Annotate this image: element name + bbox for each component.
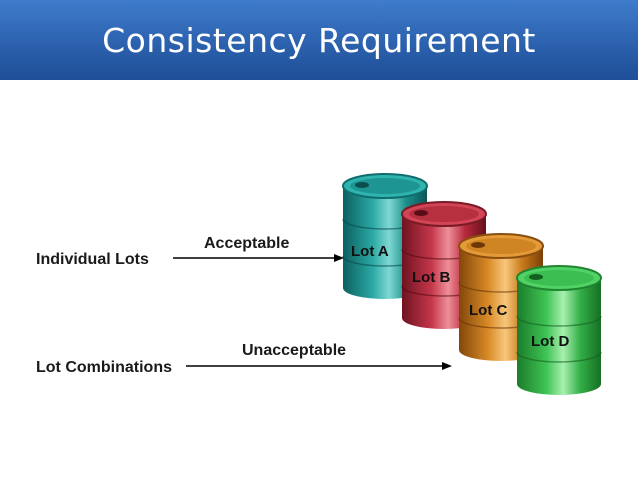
page-title: Consistency Requirement <box>102 21 536 60</box>
drum-label-lot-a: Lot A <box>351 243 389 260</box>
drum-label-lot-b: Lot B <box>412 269 450 286</box>
title-banner: Consistency Requirement <box>0 0 638 80</box>
drum-label-lot-c: Lot C <box>469 302 507 319</box>
combinations-arrow <box>186 362 452 370</box>
individual-arrow <box>173 254 344 262</box>
drum-lot-a <box>342 173 428 299</box>
drum-label-lot-d: Lot D <box>531 333 569 350</box>
drum-lot-d <box>516 265 602 395</box>
unacceptable-label: Unacceptable <box>242 342 346 359</box>
individual-lots-label: Individual Lots <box>36 251 149 268</box>
acceptable-label: Acceptable <box>204 235 289 252</box>
lot-combinations-label: Lot Combinations <box>36 359 172 376</box>
